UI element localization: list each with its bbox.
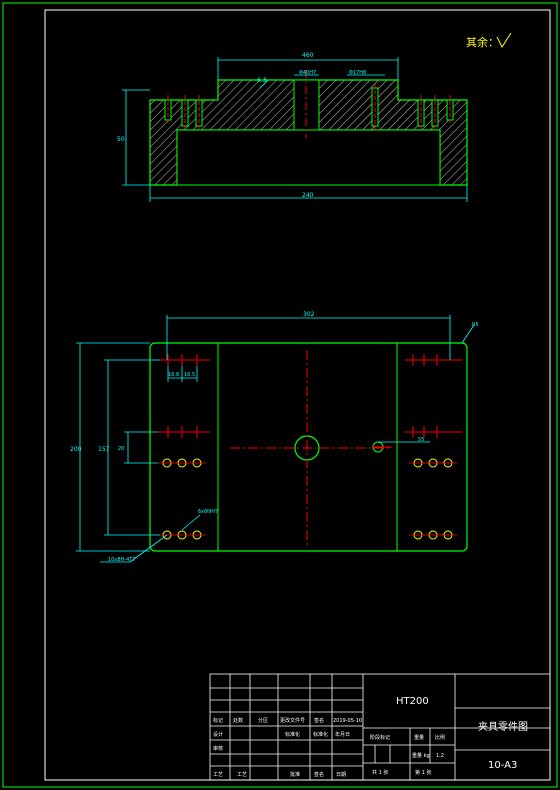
tb-sheet-no: 第 1 张 <box>415 769 431 776</box>
tb-process2: 工艺 <box>237 772 247 778</box>
bore-dim: Φ40H7 <box>299 70 316 76</box>
tb-sheets: 共 1 张 <box>372 769 388 776</box>
section-recess <box>176 129 441 186</box>
tb-scale: 比例 <box>435 734 445 741</box>
tb-process: 工艺 <box>213 772 223 778</box>
tb-label-date: 2019-05-10 <box>333 718 362 724</box>
dim-height-outer: 200 <box>70 446 82 453</box>
plan-view <box>149 342 468 552</box>
tb-weight-val: 重量 kg <box>412 752 430 759</box>
dim-small: 20 <box>118 446 124 452</box>
tb-approve: 批准 <box>290 771 300 778</box>
roughness-label: 6.3 <box>257 77 267 84</box>
tb-label-sign: 签名 <box>314 717 324 724</box>
part-name: 夹具零件图 <box>478 720 528 733</box>
section-dimensions <box>122 57 468 202</box>
plan-outline <box>149 342 468 552</box>
dim-left-b: 16.5 <box>184 372 195 378</box>
hole-note-right: 6xΦ9H7 <box>198 509 218 515</box>
dim-width: 302 <box>303 311 315 318</box>
plan-dimensions <box>76 315 475 563</box>
tb-stage: 阶段标记 <box>370 734 390 741</box>
tb-label-change: 更改文件号 <box>280 717 305 724</box>
dim-bottom: 240 <box>302 192 314 199</box>
title-block <box>209 673 551 781</box>
tb-label-mark: 标记 <box>213 717 223 724</box>
tb-date-col: 年月日 <box>335 731 350 738</box>
tb-scale-val: 1:2 <box>436 753 444 759</box>
tb-date-label: 日期 <box>336 772 346 778</box>
corner-note: R5 <box>472 322 479 328</box>
dim-top: 460 <box>302 52 314 59</box>
section-view <box>149 70 468 186</box>
dim-left-a: 16.8 <box>168 372 179 378</box>
tb-std2: 标准化 <box>313 731 328 738</box>
drawing-no: 10-A3 <box>488 760 517 771</box>
roughness-symbol-icon <box>496 32 512 49</box>
dim-height-inner: 157 <box>98 446 110 453</box>
dim-small-right: 55 <box>418 437 424 443</box>
hole-note-left: 10x8H-4T7 <box>108 557 135 563</box>
tb-label-count: 处数 <box>233 717 243 724</box>
tb-label-zone: 分区 <box>258 717 268 724</box>
hole-dim: Φ17H8 <box>349 70 366 76</box>
tb-sign-col: 签名 <box>314 771 324 778</box>
dim-height: 50 <box>117 136 125 143</box>
tb-std: 标准化 <box>285 731 300 738</box>
surface-note: 其余： <box>466 35 499 49</box>
material: HT200 <box>396 696 429 707</box>
tb-review: 审核 <box>213 745 223 752</box>
tb-weight: 重量 <box>414 734 424 741</box>
tb-design: 设计 <box>213 731 223 738</box>
